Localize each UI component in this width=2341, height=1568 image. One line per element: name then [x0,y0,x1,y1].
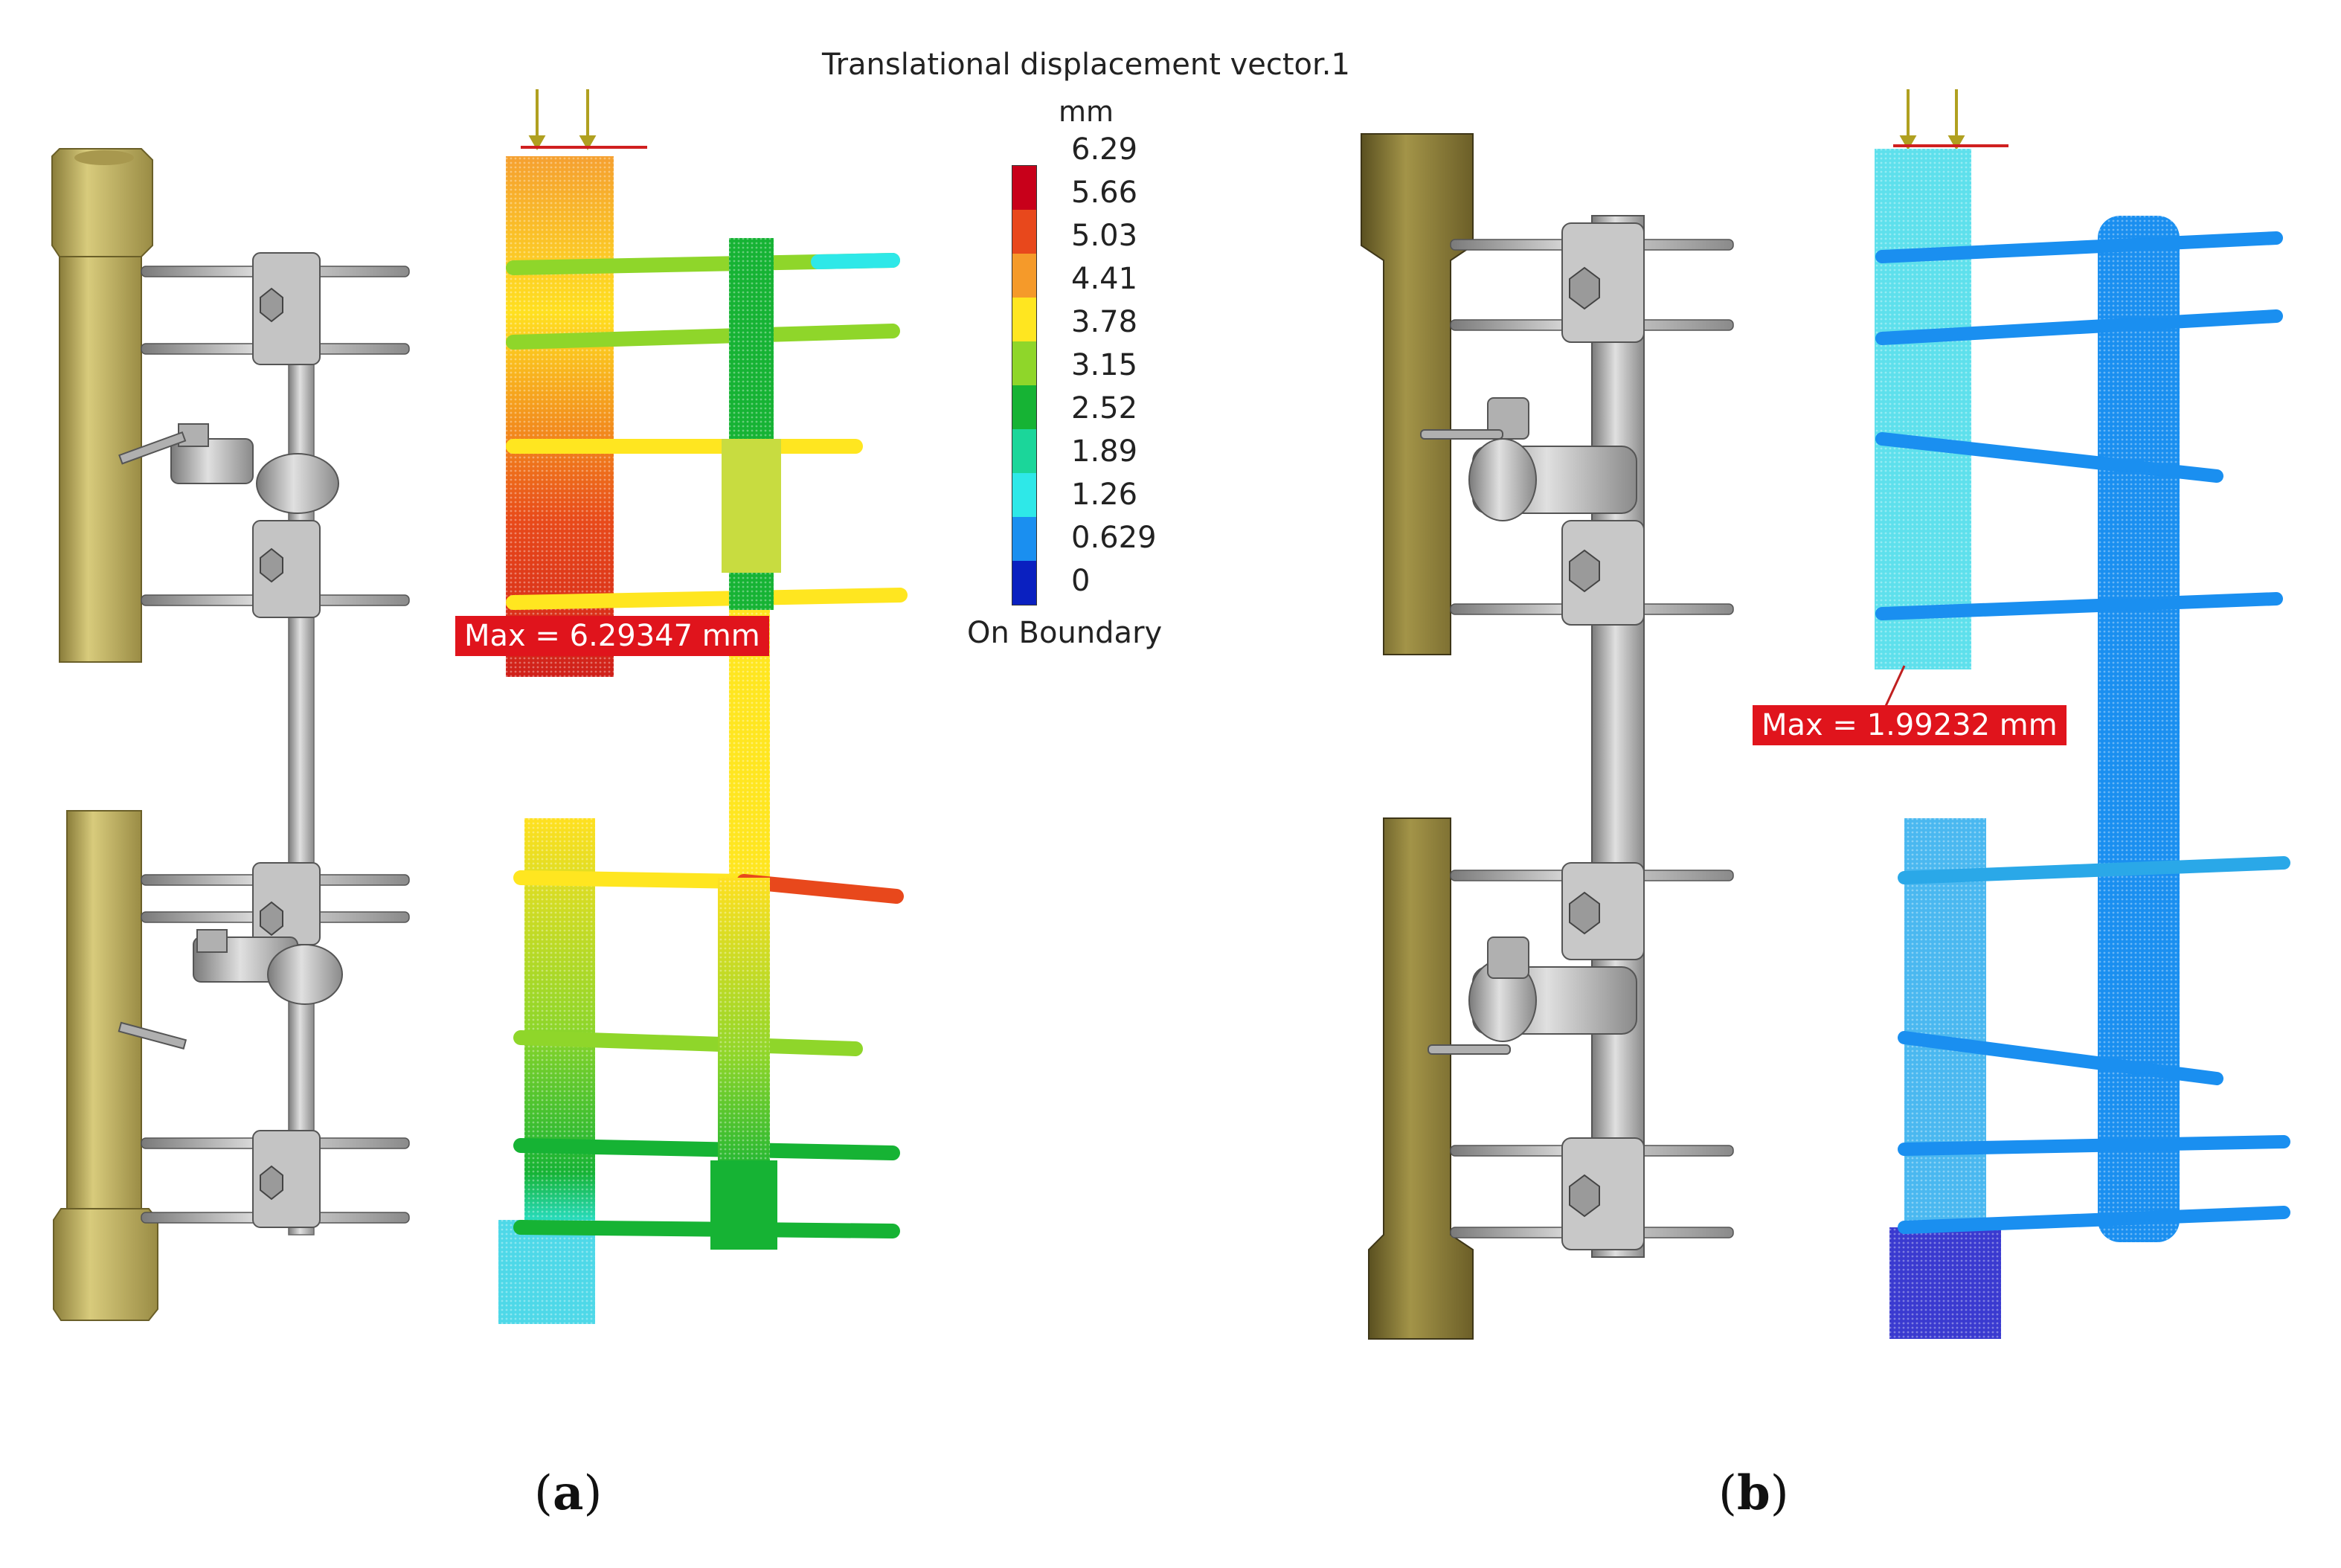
legend-tick-label: 0 [1071,564,1091,598]
panel-b-max-label: Max = 1.99232 mm [1753,705,2067,745]
legend-tick-label: 1.26 [1071,478,1138,512]
panel-a-max-label: Max = 6.29347 mm [455,616,769,656]
legend-title: Translational displacement vector.1 [822,48,1350,82]
legend-tick-label: 6.29 [1071,132,1138,167]
panel-a-caption: (a) [534,1465,603,1521]
legend-tick-label: 3.78 [1071,305,1138,339]
panel-b-displacement-plot [1875,89,2290,1339]
legend-tick-label: 0.629 [1071,521,1157,555]
legend-tick-label: 3.15 [1071,348,1138,382]
legend-tick-label: 5.03 [1071,219,1138,253]
legend-tick-labels: 6.29 5.66 5.03 4.41 3.78 3.15 2.52 1.89 1.26 0.62… [1071,132,1235,608]
legend-unit: mm [1058,95,1114,128]
legend-tick-label: 5.66 [1071,176,1138,210]
legend-colorbar [1012,165,1037,605]
panel-b-caption: (b) [1718,1465,1789,1521]
legend-tick-label: 4.41 [1071,262,1138,296]
legend-boundary-label: On Boundary [967,616,1163,650]
panel-a-cad-model [51,148,410,1321]
legend-tick-label: 2.52 [1071,391,1138,425]
panel-a-displacement-plot [498,89,908,1324]
panel-b-cad-model [1361,133,1734,1340]
legend-tick-label: 1.89 [1071,434,1138,469]
